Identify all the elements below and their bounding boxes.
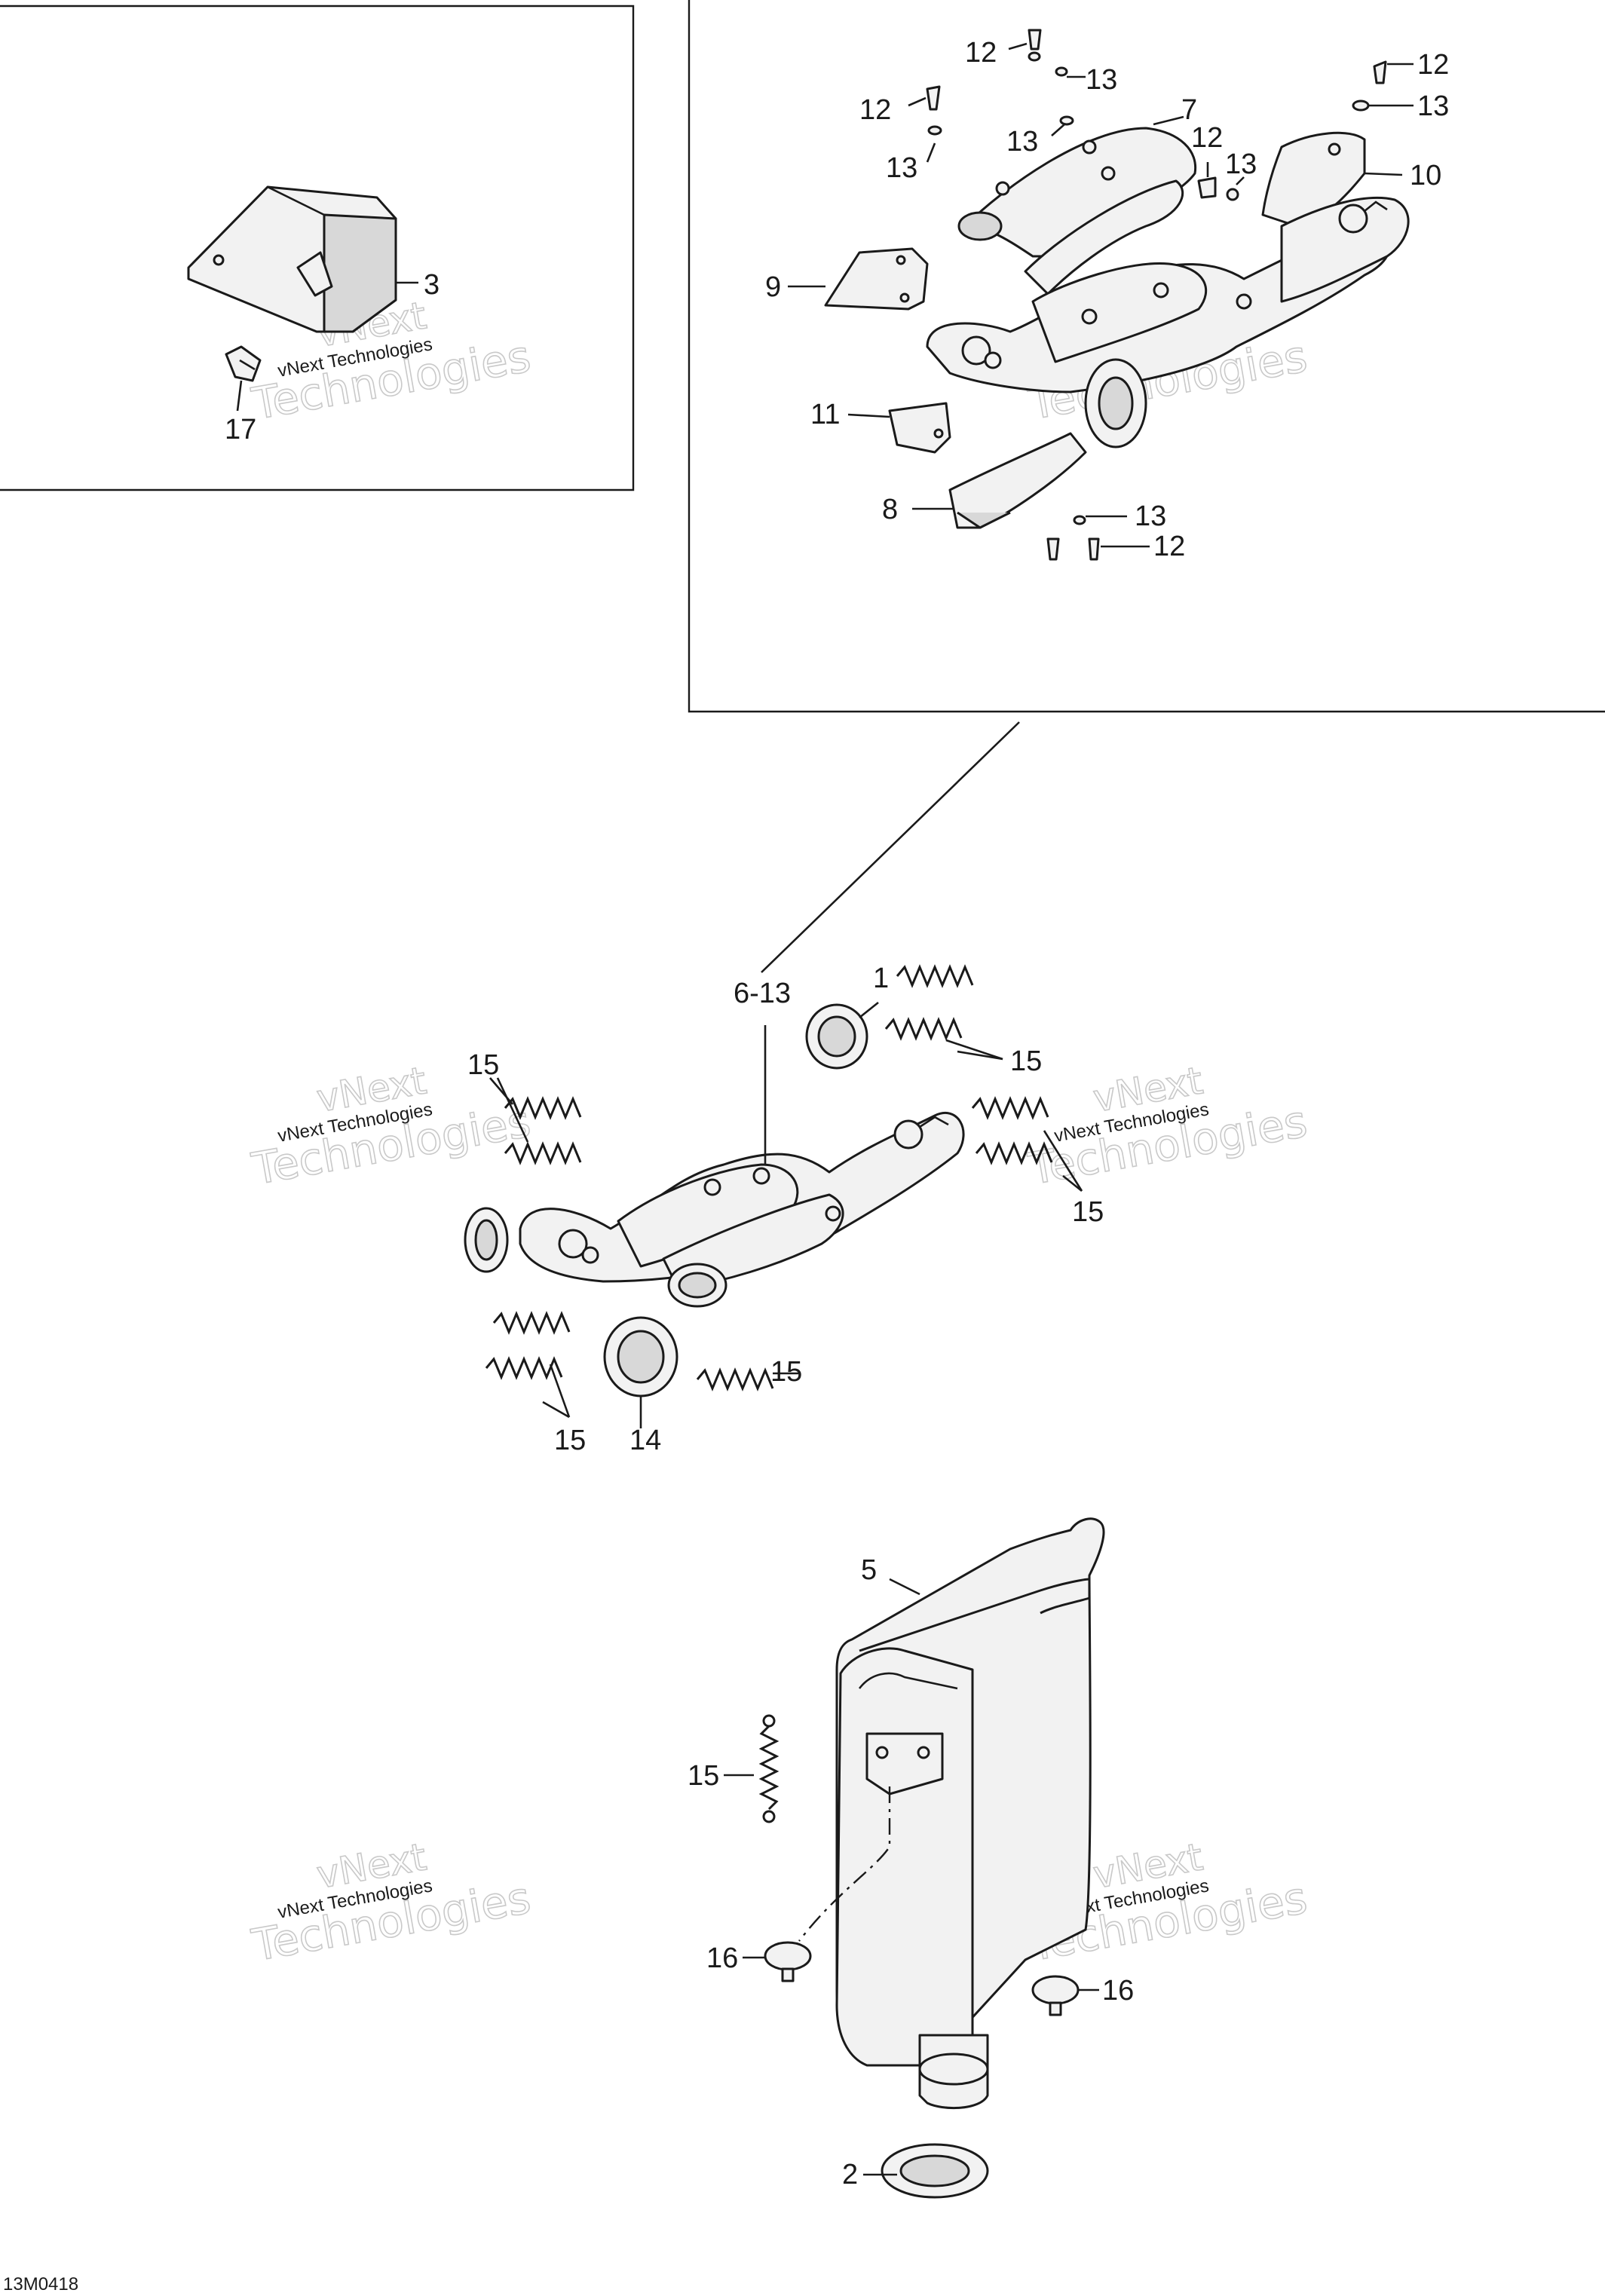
inset-fasteners [926, 29, 1387, 561]
callout-12-e: 12 [1153, 531, 1185, 562]
springs-15-middle [485, 964, 1053, 1391]
callout-12-a: 12 [965, 37, 997, 69]
part-5-muffler [835, 1517, 1105, 2110]
inset-connector-line [761, 721, 1020, 973]
part-1-seal-left [464, 1207, 509, 1273]
part-17-clip [225, 345, 262, 382]
callout-13-c: 13 [1006, 126, 1038, 158]
watermark-5: vNext vNext Technologies Technologies [247, 1835, 534, 1972]
callout-11: 11 [810, 399, 840, 430]
callout-13-d: 13 [1225, 148, 1257, 180]
callout-14: 14 [629, 1425, 661, 1456]
callout-15-e: 15 [554, 1425, 586, 1456]
part-11-small-shield [888, 402, 951, 454]
callout-17: 17 [225, 414, 256, 445]
inset-frame-left [0, 5, 635, 491]
part-3-heat-shield [187, 185, 397, 333]
callout-12-d: 12 [1417, 49, 1449, 81]
bottom-leader-lines [724, 1578, 1099, 2176]
callout-1-upper: 1 [873, 963, 889, 994]
exhaust-manifold-assembly [519, 1111, 965, 1308]
callout-13-f: 13 [1135, 501, 1166, 532]
callout-15-b: 15 [467, 1049, 499, 1081]
middle-leader-lines [489, 1001, 1083, 1428]
callout-6-13: 6-13 [734, 978, 791, 1009]
callout-15-a: 15 [1010, 1045, 1042, 1077]
part-9-shield-plate [824, 247, 929, 311]
callout-2: 2 [842, 2159, 858, 2190]
part-15-spring-bottom [758, 1714, 780, 1823]
part-7-upper-heat-shield [957, 127, 1197, 295]
callout-16-a: 16 [706, 1942, 738, 1974]
inset-leader-lines [788, 42, 1414, 548]
inset-frame-right [688, 0, 1605, 713]
part-1-seal-upper [805, 1003, 868, 1070]
callout-12-c: 12 [1191, 122, 1223, 154]
inset-exhaust-manifold [926, 196, 1410, 448]
callout-13-a: 13 [1086, 64, 1117, 96]
part-16-grommet-right [1031, 1975, 1080, 2016]
callout-16-b: 16 [1102, 1975, 1134, 2007]
part-8-lower-heat-shield [948, 432, 1087, 529]
callout-10: 10 [1410, 160, 1441, 191]
callout-8: 8 [882, 494, 898, 525]
callout-5: 5 [861, 1554, 877, 1586]
part-10-end-shield [1261, 131, 1366, 228]
part-14-gasket [603, 1316, 678, 1397]
callout-9: 9 [765, 271, 781, 303]
callout-15-f: 15 [688, 1760, 719, 1792]
part-16-grommet-left [764, 1941, 812, 1982]
callout-15-d: 15 [770, 1356, 802, 1388]
callout-15-c: 15 [1072, 1196, 1104, 1228]
callout-3: 3 [424, 269, 440, 301]
part-2-gasket [881, 2143, 989, 2199]
watermark-4: vNext vNext Technologies Technologies [1024, 1058, 1311, 1195]
callout-12-b: 12 [859, 94, 891, 126]
callout-13-e: 13 [1417, 90, 1449, 122]
callout-7: 7 [1181, 94, 1197, 126]
callout-13-b: 13 [886, 152, 917, 184]
reference-code: 13M0418 [3, 2274, 78, 2294]
